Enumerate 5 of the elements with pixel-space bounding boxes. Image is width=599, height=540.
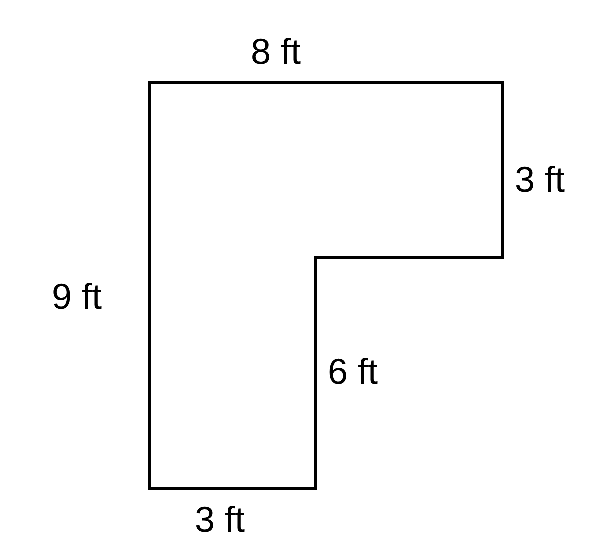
dimension-label: 3 ft (195, 500, 246, 540)
dimension-label: 6 ft (328, 352, 378, 392)
dimension-label: 3 ft (515, 160, 566, 200)
dimension-label: 9 ft (52, 277, 102, 317)
dimension-label: 8 ft (251, 32, 302, 72)
